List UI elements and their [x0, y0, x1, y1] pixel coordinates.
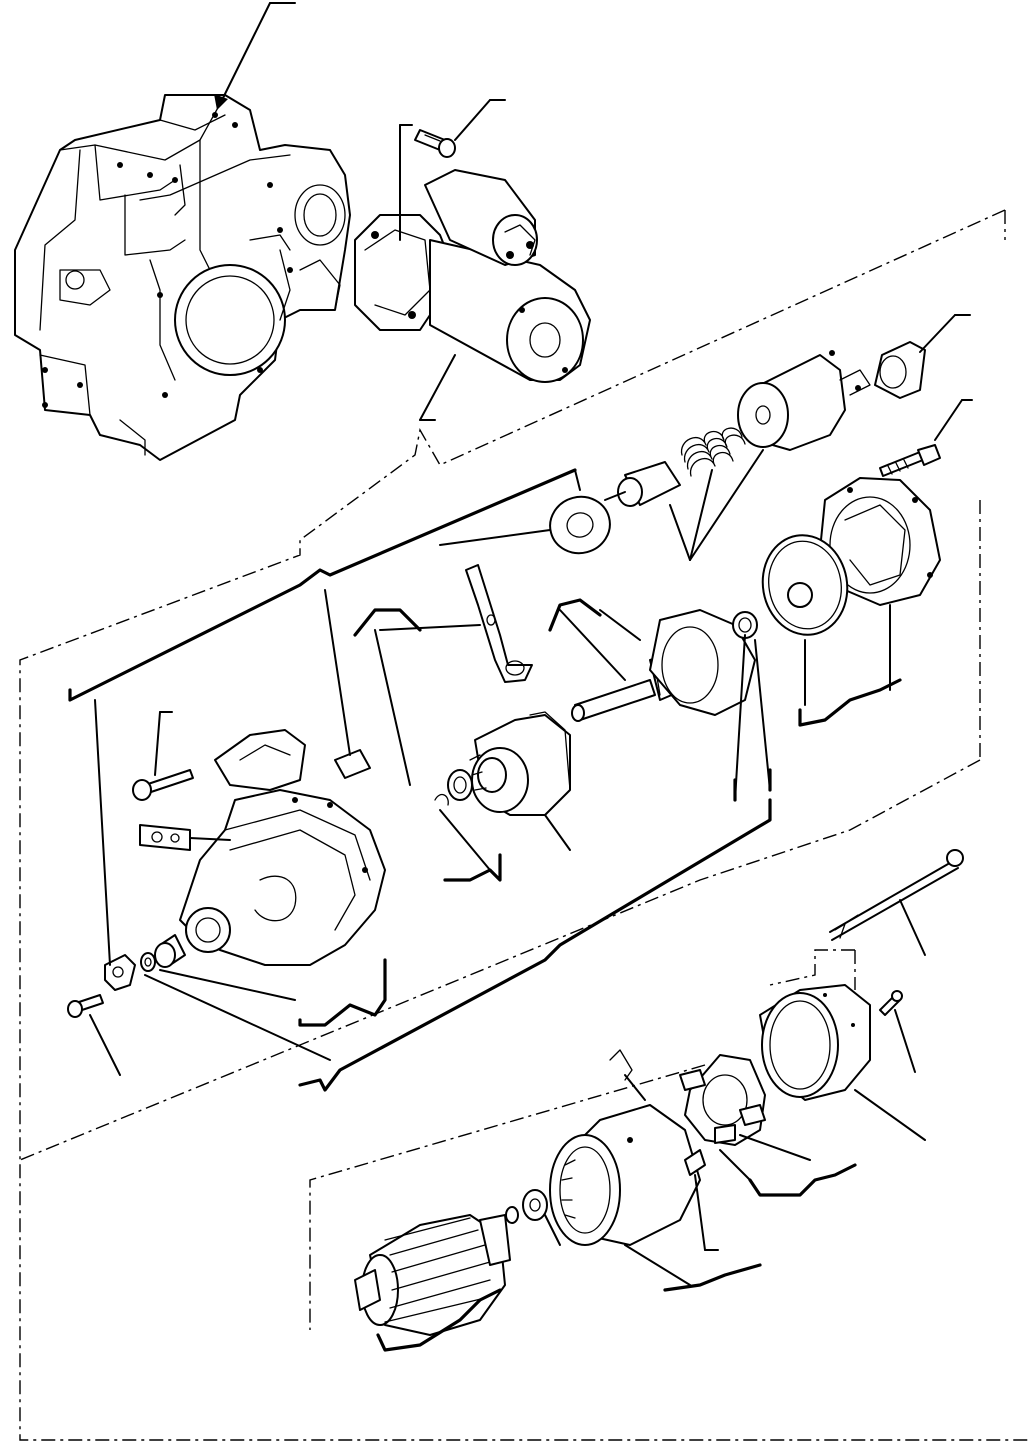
- brush-holder: [679, 1054, 857, 1197]
- shift-lever: [379, 564, 533, 683]
- rear-housing-bracket: [798, 604, 902, 727]
- plunger: [604, 461, 681, 507]
- snap-ring: [434, 793, 449, 806]
- starter-assembly: [354, 169, 591, 383]
- housing-leader: [214, 2, 296, 110]
- armature-bearing: [505, 1189, 561, 1246]
- yoke-assembly: [549, 1049, 762, 1292]
- solenoid-group-leader: [669, 449, 764, 561]
- through-bolt: [829, 849, 964, 956]
- gasket-plate: [439, 495, 611, 555]
- solenoid-bolt: [879, 399, 973, 477]
- bushing: [154, 934, 186, 968]
- brush-lead: [684, 1149, 719, 1251]
- pinion-clutch: [469, 711, 571, 851]
- main-group-brackets: [68, 468, 772, 1092]
- cover-plate: [104, 954, 136, 991]
- rear-cover: [759, 984, 926, 1141]
- flywheel-housing: [14, 94, 351, 461]
- rear-cover-screw: [879, 990, 916, 1073]
- drive-housing: [139, 729, 386, 966]
- seal-plate: [761, 534, 849, 636]
- pinion-stop: [447, 769, 473, 801]
- pinion-brackets: [353, 598, 772, 882]
- armature: [354, 1214, 511, 1352]
- drive-housing-bracket: [144, 958, 387, 1061]
- lever-pin: [324, 589, 371, 779]
- starter-leader: [399, 124, 456, 421]
- thrust-washer: [140, 952, 156, 972]
- group-boundary-lines: [19, 209, 1029, 1441]
- gear-shaft: [571, 609, 756, 722]
- mounting-bolt: [414, 99, 506, 158]
- solenoid-switch: [737, 350, 871, 451]
- housing-bolt: [132, 711, 194, 801]
- cover-screw: [67, 994, 121, 1076]
- plunger-spring: [680, 427, 746, 477]
- solenoid-boot: [874, 314, 971, 399]
